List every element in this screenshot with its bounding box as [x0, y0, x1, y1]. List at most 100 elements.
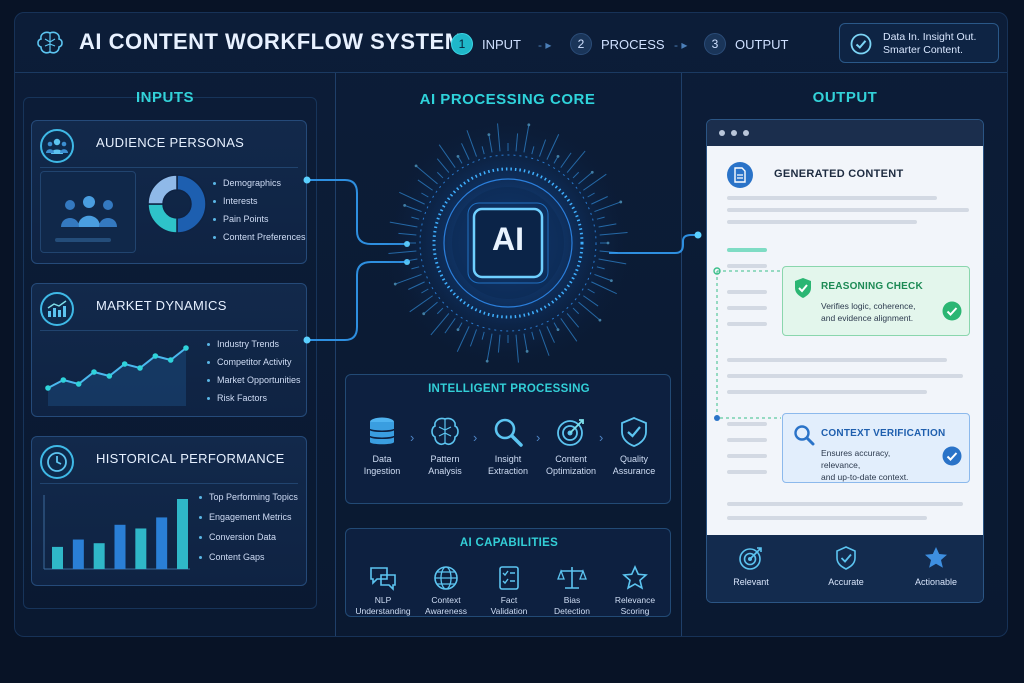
core-ray — [538, 329, 550, 356]
step-number: 2 — [570, 33, 592, 55]
card-historical-performance[interactable]: HISTORICAL PERFORMANCE Top Performing To… — [31, 436, 307, 586]
bullet-item: Engagement Metrics — [199, 512, 298, 522]
core-ray — [411, 216, 420, 220]
tagline-line1: Data In. Insight Out. — [883, 31, 977, 43]
verification-connector — [713, 267, 781, 421]
bullet-list: Demographics Interests Pain Points Conte… — [213, 178, 306, 242]
persona-thumbnail — [40, 171, 136, 253]
chevron-right-icon: › — [410, 430, 415, 445]
line-point — [106, 373, 113, 379]
bar — [177, 499, 188, 569]
core-ray — [469, 329, 478, 347]
app-title: AI CONTENT WORKFLOW SYSTEM — [79, 29, 464, 54]
core-ray — [560, 318, 578, 342]
text-placeholder-line — [727, 208, 969, 212]
output-title: OUTPUT — [812, 89, 878, 106]
target-icon — [557, 419, 584, 446]
arrow-right-icon: - ▸ — [538, 38, 552, 52]
core-ray — [538, 139, 547, 157]
core-ray — [523, 124, 530, 153]
ray-node — [609, 279, 613, 283]
card-audience-personas[interactable]: AUDIENCE PERSONAS Demographics Interests… — [31, 120, 307, 264]
ray-node — [403, 203, 407, 207]
persona-group-icon — [61, 196, 117, 227]
core-ray — [583, 173, 607, 191]
bullet-list: Top Performing Topics Engagement Metrics… — [199, 492, 298, 562]
core-ray — [481, 331, 485, 340]
icon-badge — [40, 292, 74, 326]
step-output[interactable]: 3 OUTPUT — [704, 33, 788, 55]
brain-icon — [37, 31, 63, 54]
ray-node — [456, 154, 460, 158]
chevron-right-icon: › — [536, 430, 541, 445]
core-ray — [572, 171, 580, 179]
main-frame: AI CONTENT WORKFLOW SYSTEM 1 INPUT - ▸ 2… — [14, 12, 1008, 637]
core-ray — [399, 258, 418, 263]
step-process[interactable]: 2 PROCESS — [570, 33, 665, 55]
line-point — [137, 365, 143, 371]
card-market-dynamics[interactable]: MARKET DYNAMICS Industry Trends Competit… — [31, 283, 307, 417]
core-ray — [566, 150, 586, 173]
clock-icon — [47, 452, 67, 472]
brain-icon — [431, 417, 459, 445]
core-ray — [497, 334, 501, 353]
core-ray — [587, 288, 595, 294]
line-area — [48, 348, 186, 406]
market-trend-line-chart — [45, 345, 189, 406]
bar — [93, 543, 105, 569]
bar — [135, 528, 147, 569]
line-point — [183, 345, 189, 351]
text-placeholder-line — [727, 454, 767, 458]
placeholder-line — [55, 238, 111, 242]
core-ray — [599, 232, 628, 236]
core-ray — [578, 171, 593, 185]
core-ray — [456, 326, 470, 352]
core-ray — [594, 273, 612, 282]
core-ray — [599, 250, 618, 254]
core-ray — [415, 165, 438, 185]
bar — [52, 546, 63, 569]
divider — [40, 483, 298, 484]
core-ray — [399, 191, 425, 205]
ray-node — [393, 282, 397, 286]
bullet-item: Demographics — [213, 178, 306, 188]
core-ray — [583, 295, 599, 307]
line-point — [91, 369, 97, 375]
line-point — [167, 357, 174, 363]
core-ray — [436, 158, 450, 173]
step-label: INPUT — [482, 36, 521, 52]
core-ray — [546, 134, 560, 160]
divider — [40, 167, 298, 168]
bar — [156, 517, 168, 569]
chevron-right-icon: › — [473, 430, 478, 445]
reasoning-check-card[interactable]: REASONING CHECK Verifies logic, coherenc… — [782, 266, 970, 336]
trend-chart-icon — [47, 300, 67, 317]
demographics-donut-chart — [147, 174, 207, 234]
highlight-line — [727, 248, 767, 252]
text-placeholder-line — [727, 196, 937, 200]
text-placeholder-line — [727, 422, 767, 426]
ray-node — [406, 241, 410, 245]
context-verification-card[interactable]: CONTEXT VERIFICATION Ensures accuracy, r… — [782, 413, 970, 483]
pie-slice — [176, 174, 207, 234]
tagline-line2: Smarter Content. — [883, 44, 963, 56]
line-point — [75, 381, 82, 387]
step-input[interactable]: 1 INPUT — [451, 33, 521, 55]
